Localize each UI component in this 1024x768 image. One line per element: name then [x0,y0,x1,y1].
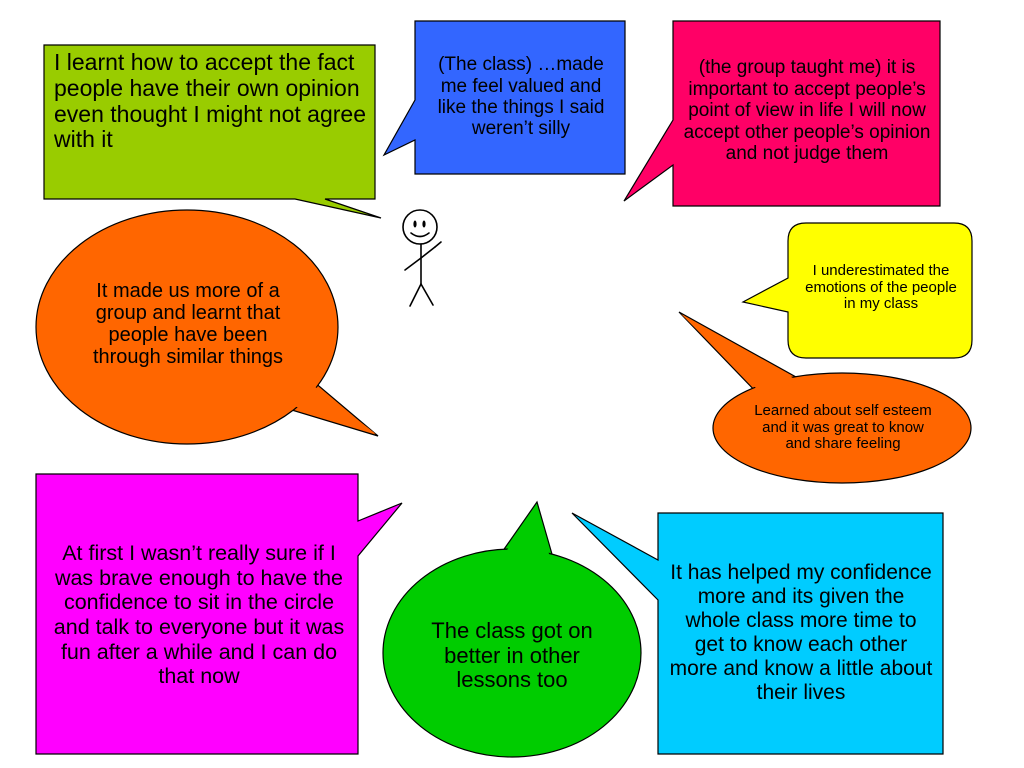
green-oval-callout-shape [382,500,642,758]
cyan-callout-shape [571,512,944,755]
stick-figure-icon [402,209,442,307]
red-callout-shape [623,20,941,207]
quote-underestimated: I underestimated the emotions of the peo… [805,261,957,313]
quote-helped-confidence: It has helped my confidence more and its… [669,560,933,705]
quote-felt-valued: (The class) …made me feel valued and lik… [437,54,605,140]
quote-got-on-better: The class got on better in other lessons… [431,617,593,693]
quote-self-esteem: Learned about self esteem and it was gre… [754,401,932,453]
quote-accept-opinions: I learnt how to accept the fact people h… [54,49,366,153]
quote-brave-enough: At first I wasn’t really sure if I was b… [53,540,345,689]
orange-oval-callout-shape [35,209,379,445]
blue-callout-shape [382,20,626,175]
magenta-callout-shape [35,473,403,755]
yellow-callout-shape [741,222,973,359]
lime-callout-shape [43,44,382,219]
quote-group-taught: (the group taught me) it is important to… [683,57,931,165]
orange-small-oval-callout-shape [678,311,972,484]
quote-more-of-a-group: It made us more of a group and learnt th… [92,280,284,368]
